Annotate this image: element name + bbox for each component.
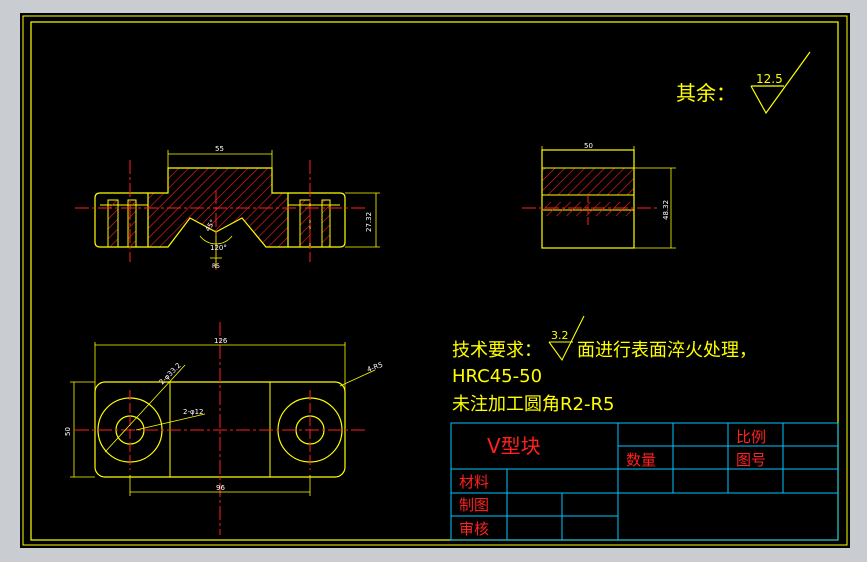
dim-small: R5 <box>212 263 220 270</box>
title-scale-label: 比例 <box>736 428 766 446</box>
title-material-label: 材料 <box>459 473 489 491</box>
roughness-rest: 其余： 12.5 <box>676 51 811 115</box>
outer-frame <box>22 15 848 546</box>
title-part-name: V型块 <box>487 434 541 458</box>
tech-line1-suffix: 面进行表面淬火处理， <box>577 340 757 361</box>
dim-angle: 120° <box>210 244 227 252</box>
title-drawn-label: 制图 <box>459 496 489 514</box>
roughness-rest-value: 12.5 <box>756 72 783 86</box>
title-qty-label: 数量 <box>626 451 656 469</box>
title-block <box>450 422 839 541</box>
dim-side-height: 48.32 <box>662 200 670 220</box>
side-view-hatch <box>541 167 635 196</box>
roughness-rest-label: 其余： <box>676 81 736 105</box>
tech-line1-rough: 3.2 <box>551 329 569 342</box>
dim-top-width: 55 <box>215 145 224 153</box>
dim-hole-small: 2-φ12 <box>183 408 204 416</box>
dim-bottom-width: 126 <box>214 337 228 345</box>
tech-line2: HRC45-50 <box>452 366 542 387</box>
front-view-wings <box>94 192 346 248</box>
tech-line3: 未注加工圆角R2-R5 <box>452 394 614 415</box>
tech-line1-prefix: 技术要求： <box>452 340 542 361</box>
dim-bottom-span: 96 <box>216 484 225 492</box>
drawing-background <box>20 13 850 548</box>
side-view: 50 48.32 <box>522 142 676 249</box>
dim-side-width: 50 <box>584 142 593 150</box>
title-drawing-no-label: 图号 <box>736 451 766 469</box>
technical-requirements: 技术要求： 3.2 面进行表面淬火处理， HRC45-50 未注加工圆角R2-R… <box>452 315 757 415</box>
front-view: 55 27.32 45° 120° R5 <box>75 145 380 270</box>
top-view: 126 50 96 2-φ33.2 2-φ12 4-R5 <box>64 322 384 535</box>
inner-frame <box>30 21 839 541</box>
dim-bottom-height: 50 <box>64 427 72 436</box>
title-checked-label: 审核 <box>459 520 489 538</box>
dim-right-height: 27.32 <box>365 212 373 232</box>
